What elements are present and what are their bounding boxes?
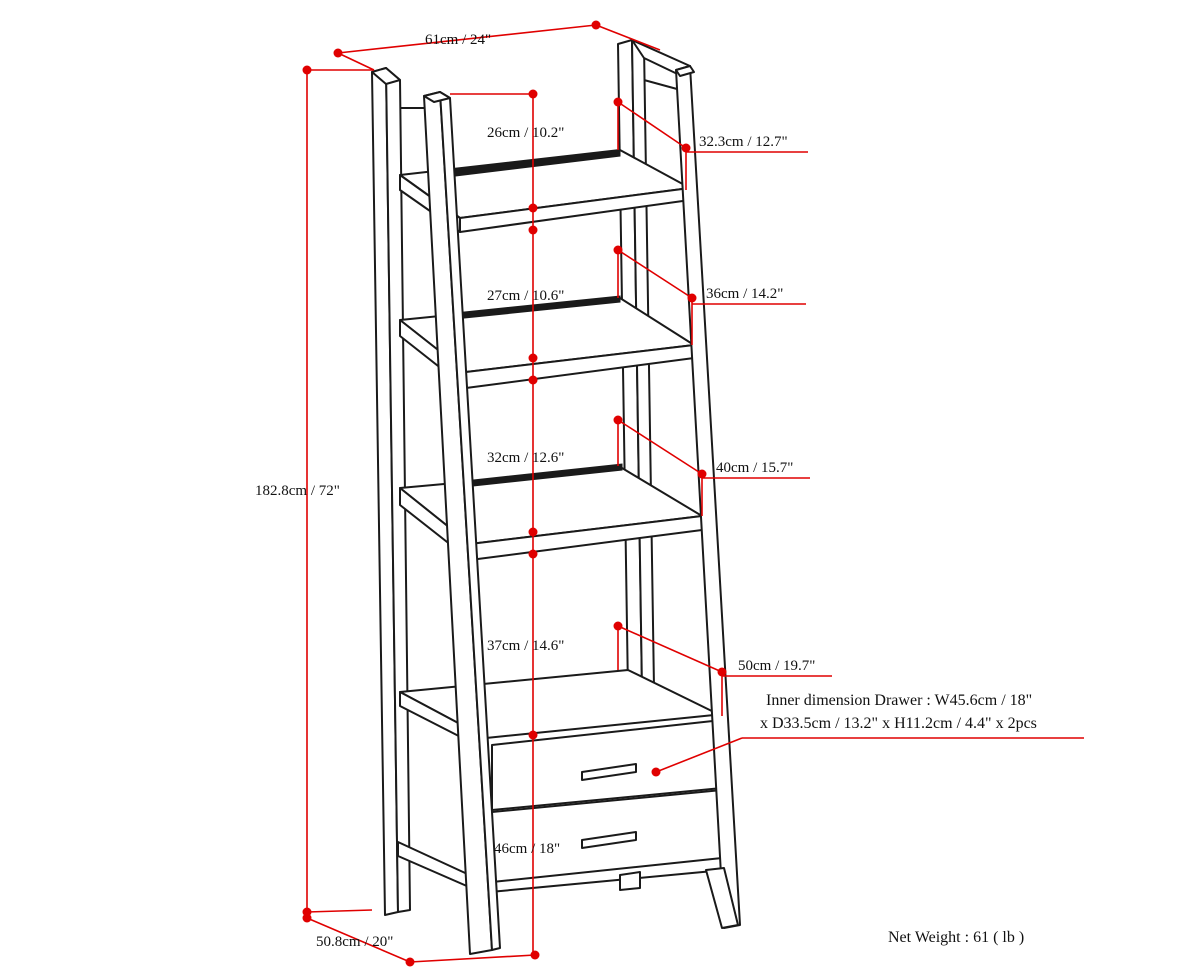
shelf-1 [399,149,691,233]
drawer-note-line1: Inner dimension Drawer : W45.6cm / 18" [766,692,1032,709]
shelf-depth-2: 36cm / 14.2" [706,286,783,302]
drawer-note-line2: x D33.5cm / 13.2" x H11.2cm / 4.4" x 2pc… [760,715,1037,732]
top-width-label: 61cm / 24" [425,32,491,48]
shelf-depth-4: 50cm / 19.7" [738,658,815,674]
shelf-clearance-3: 32cm / 12.6" [487,450,564,466]
base-depth-label: 50.8cm / 20" [316,934,393,950]
dimension-labels: 61cm / 24" 182.8cm / 72" 50.8cm / 20" 46… [255,32,1037,950]
shelf-depth-1: 32.3cm / 12.7" [699,134,788,150]
base-width-label: 46cm / 18" [494,841,560,857]
dimension-lines [302,20,1084,967]
net-weight-label: Net Weight : 61 ( lb ) [888,929,1024,946]
shelf-clearance-2: 27cm / 10.6" [487,288,564,304]
drawer-upper-handle [581,763,637,781]
shelf-depth-3: 40cm / 15.7" [716,460,793,476]
total-height-label: 182.8cm / 72" [255,483,340,499]
drawer-cabinet [397,669,725,893]
drawer-lower-handle [581,831,637,849]
shelf-clearance-1: 26cm / 10.2" [487,125,564,141]
ladder-bookcase-drawing [371,39,741,955]
shelf-clearance-4: 37cm / 14.6" [487,638,564,654]
